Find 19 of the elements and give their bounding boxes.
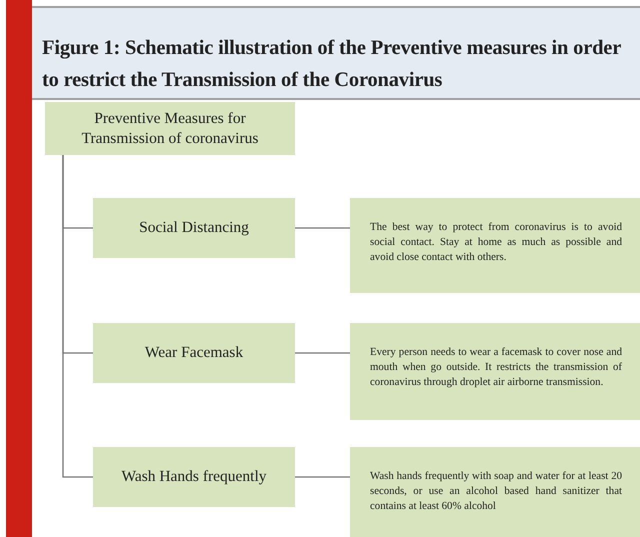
measure-box [93,323,295,383]
node-text: Wear Facemask [144,343,244,363]
connector-line [295,476,350,478]
measure-box [93,447,295,507]
description-box [350,198,640,293]
node-text: Wash hands frequently with soap and water for at least 20 seconds, or use an alcohol based hand sanitizer that contains at least 60% alcohol [370,469,622,514]
description-box [350,447,640,537]
node-text: The best way to protect from coronavirus is to avoid social contact. Stay at home as much as possible and avoid close contact with others. [370,220,622,266]
measure-box [45,102,295,155]
description-box [350,323,640,420]
connector-line [295,352,350,354]
node-text: Every person needs to wear a facemask to cover nose and mouth when go outside. It restricts the transmission of coronavirus through droplet air airborne transmission. [370,345,622,390]
connector-line [295,227,350,229]
node-text: Preventive Measures for Transmission of coronavirus [80,109,260,148]
figure-title: Figure 1: Schematic illustration of the Preventive measures in order to restrict the Transmission of the Coronavirus [42,36,622,93]
node-text: Social Distancing [139,218,249,238]
connector-line [62,155,93,478]
node-text: Wash Hands frequently [121,467,267,487]
measure-box [93,198,295,258]
